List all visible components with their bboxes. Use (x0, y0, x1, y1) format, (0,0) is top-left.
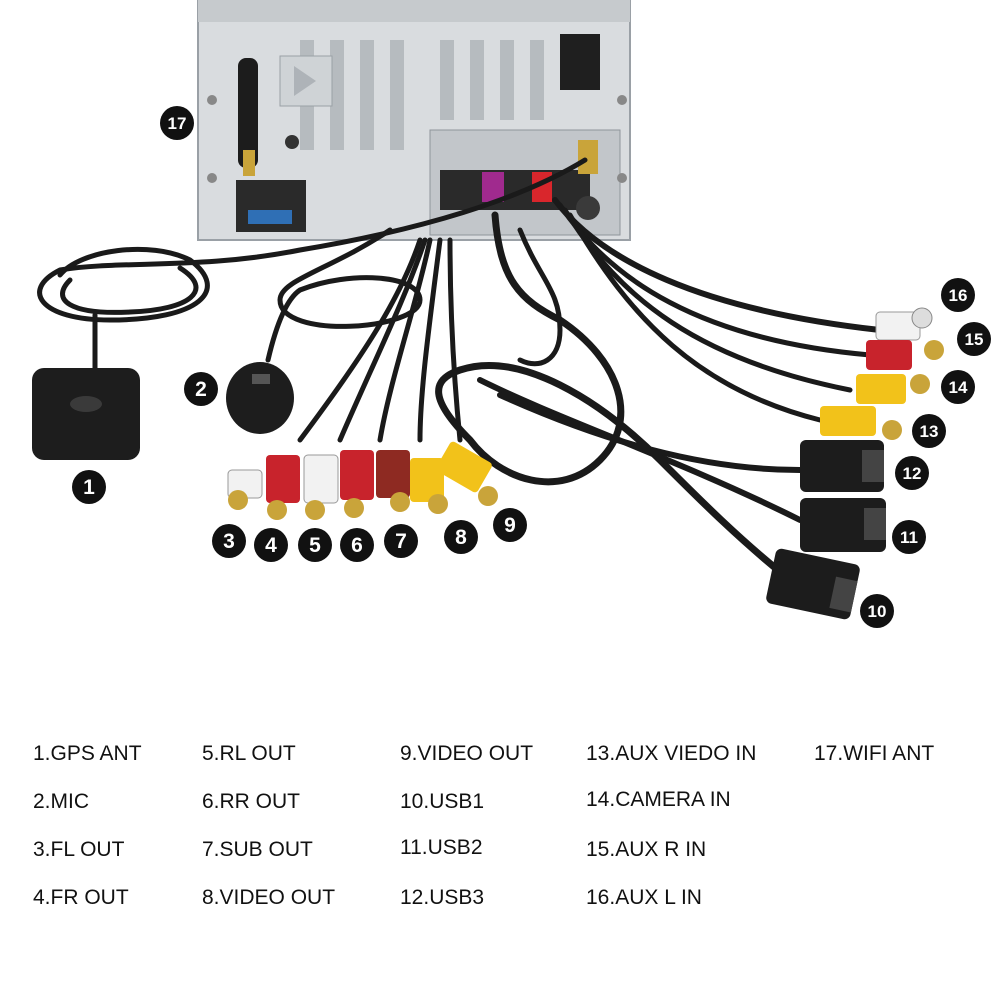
usb-2 (800, 498, 886, 552)
rca-aux-l-in (875, 307, 933, 341)
legend: 1.GPS ANT 2.MIC 3.FL OUT 4.FR OUT 5.RL O… (0, 730, 1000, 930)
gps-antenna-module (32, 368, 140, 460)
gps-socket (578, 140, 598, 174)
legend-item: 5.RL OUT (202, 742, 296, 765)
legend-item: 13.AUX VIEDO IN (586, 742, 757, 765)
callout-7: 7 (384, 524, 418, 558)
usb-3 (800, 440, 884, 492)
legend-item: 9.VIDEO OUT (400, 742, 534, 765)
legend-item: 7.SUB OUT (202, 838, 313, 861)
head-unit-chassis (197, 0, 631, 241)
callout-17: 17 (160, 106, 194, 140)
rca-rr-out (340, 450, 374, 518)
aux-connectors (820, 307, 944, 440)
rca-camera-in (856, 374, 930, 404)
cable-bundle (37, 157, 883, 584)
legend-item: 17.WIFI ANT (814, 742, 935, 765)
legend-item: 16.AUX L IN (586, 886, 702, 909)
usb-connectors (766, 440, 886, 620)
callout-1: 1 (72, 470, 106, 504)
rca-rl-out (303, 454, 339, 520)
rca-video-out-1 (410, 458, 448, 514)
legend-item: 4.FR OUT (33, 886, 129, 909)
legend-item: 14.CAMERA IN (586, 788, 731, 811)
callout-8: 8 (444, 520, 478, 554)
rca-aux-video-in (820, 406, 902, 440)
rca-fr-out (266, 455, 300, 520)
mic-module (226, 362, 294, 434)
legend-item: 2.MIC (33, 790, 90, 813)
callout-12: 12 (895, 456, 929, 490)
callout-14: 14 (941, 370, 975, 404)
callout-16: 16 (941, 278, 975, 312)
callout-9: 9 (493, 508, 527, 542)
rca-aux-r-in (866, 340, 944, 370)
callout-3: 3 (212, 524, 246, 558)
legend-item: 6.RR OUT (202, 790, 301, 813)
harness-illustration (32, 0, 944, 620)
legend-item: 10.USB1 (400, 790, 485, 813)
rca-row (227, 441, 498, 520)
rca-fl-out (227, 469, 263, 510)
rca-video-out-2 (436, 441, 498, 506)
legend-item: 11.USB2 (400, 836, 483, 859)
rca-sub-out (376, 450, 410, 512)
callout-5: 5 (298, 528, 332, 562)
callout-4: 4 (254, 528, 288, 562)
legend-item: 15.AUX R IN (586, 838, 707, 861)
callout-6: 6 (340, 528, 374, 562)
legend-item: 12.USB3 (400, 886, 485, 909)
usb-1 (766, 548, 860, 620)
legend-item: 1.GPS ANT (33, 742, 142, 765)
legend-item: 8.VIDEO OUT (202, 886, 336, 909)
callout-10: 10 (860, 594, 894, 628)
callout-11: 11 (892, 520, 926, 554)
legend-item: 3.FL OUT (33, 838, 125, 861)
wiring-diagram: 1 2 3 4 5 6 7 8 9 10 11 12 13 14 15 16 1… (32, 0, 991, 628)
wifi-antenna (238, 58, 258, 176)
callout-2: 2 (184, 372, 218, 406)
callout-15: 15 (957, 322, 991, 356)
callout-13: 13 (912, 414, 946, 448)
